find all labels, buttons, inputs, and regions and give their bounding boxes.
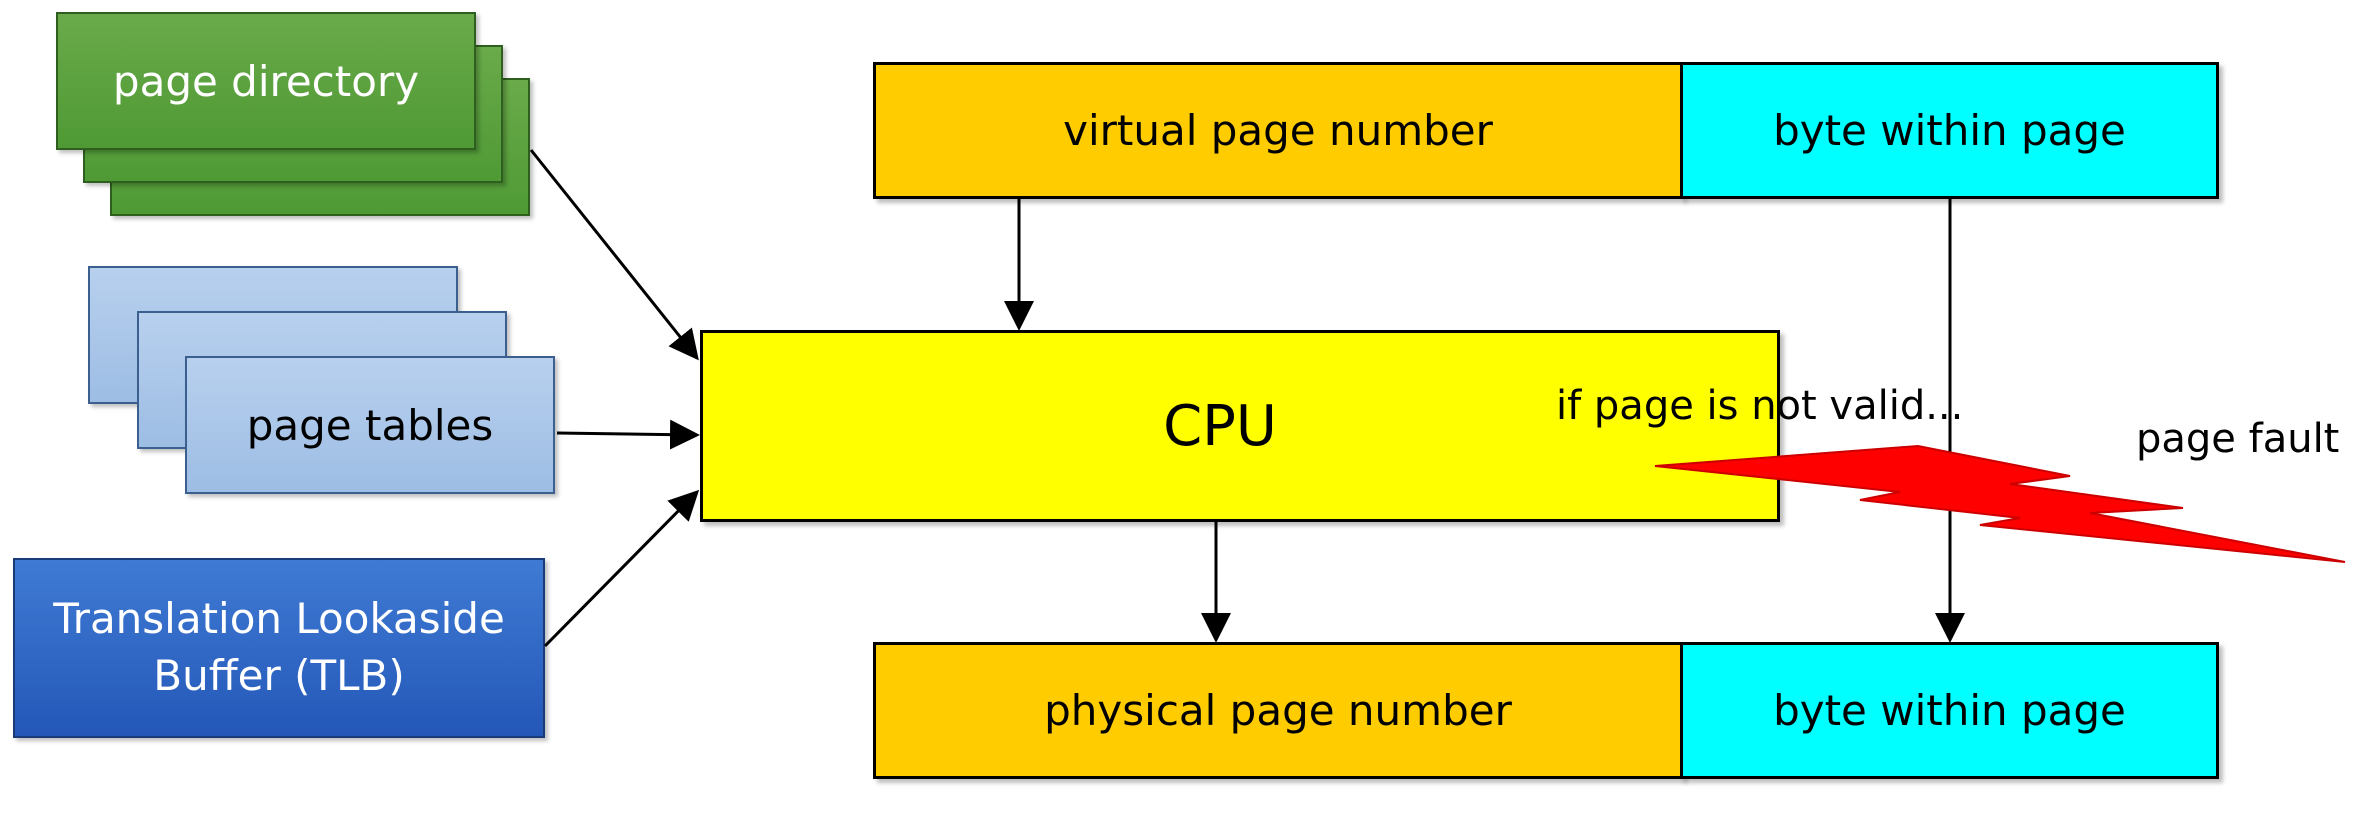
page-tables-box: page tables [185, 356, 555, 494]
physical-byte-within-page-box: byte within page [1680, 642, 2219, 779]
page-directory-box: page directory [56, 12, 476, 150]
physical-byte-within-page-label: byte within page [1773, 686, 2126, 735]
virtual-byte-within-page-box: byte within page [1680, 62, 2219, 199]
page-fault-lightning-icon [1654, 444, 2346, 563]
tlb-box: Translation Lookaside Buffer (TLB) [13, 558, 545, 738]
arrow-page-directory-to-cpu [529, 149, 699, 361]
page-fault-condition-label: if page is not valid... [1556, 383, 1964, 429]
tlb-label-line2: Buffer (TLB) [153, 651, 405, 700]
physical-page-number-label: physical page number [1044, 686, 1512, 735]
cpu-box: CPU [700, 330, 1780, 522]
arrow-page-tables-to-cpu [556, 419, 700, 450]
page-tables-label: page tables [246, 400, 494, 450]
virtual-byte-within-page-label: byte within page [1773, 106, 2126, 155]
physical-page-number-box: physical page number [873, 642, 1683, 779]
page-directory-label: page directory [112, 56, 420, 106]
virtual-page-number-box: virtual page number [873, 62, 1683, 199]
tlb-label-line1: Translation Lookaside [53, 594, 505, 644]
arrow-tlb-to-cpu [543, 489, 700, 648]
cpu-label: CPU [1163, 393, 1277, 459]
virtual-page-number-label: virtual page number [1063, 106, 1493, 155]
page-fault-label: page fault [2136, 416, 2340, 462]
